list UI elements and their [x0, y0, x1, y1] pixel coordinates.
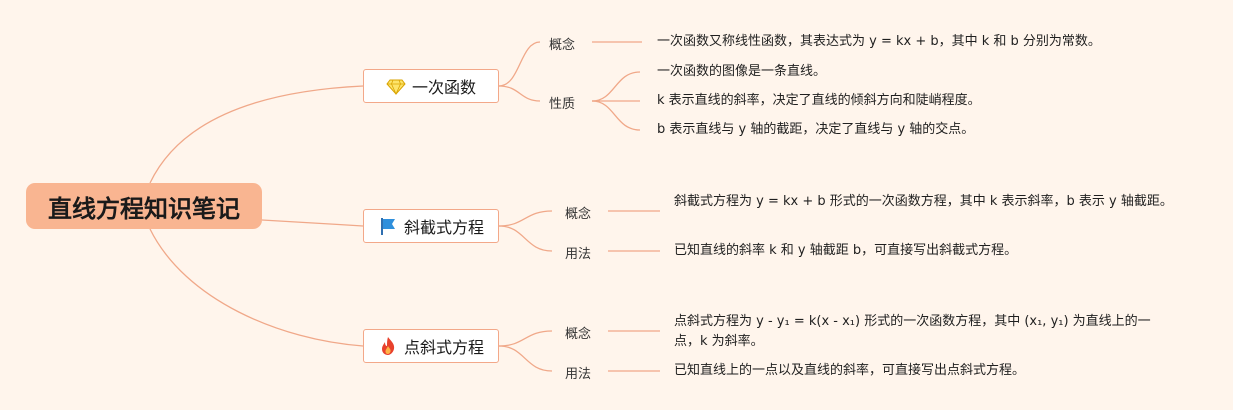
branch-point-slope[interactable]: 点斜式方程 — [363, 329, 499, 363]
link-b1-concept — [498, 41, 541, 87]
topic-property[interactable]: 性质 — [549, 97, 576, 112]
leaf-note[interactable]: k 表示直线的斜率，决定了直线的倾斜方向和陡峭程度。 — [657, 93, 981, 108]
leaf-note[interactable]: 已知直线的斜率 k 和 y 轴截距 b，可直接写出斜截式方程。 — [674, 243, 1018, 258]
fire-icon — [378, 336, 398, 356]
root-topic-label: 直线方程知识笔记 — [48, 194, 240, 223]
branch-label: 一次函数 — [411, 78, 476, 97]
leaf-note[interactable]: 一次函数的图像是一条直线。 — [657, 64, 827, 79]
flag-icon — [378, 216, 398, 236]
topic-usage[interactable]: 用法 — [565, 247, 592, 262]
topic-concept[interactable]: 概念 — [549, 38, 576, 53]
leaf-note[interactable]: 点斜式方程为 y - y₁ = k(x - x₁) 形式的一次函数方程，其中 (… — [674, 314, 1151, 349]
branch-slope-intercept[interactable]: 斜截式方程 — [363, 209, 499, 243]
leaf-note[interactable]: 一次函数又称线性函数，其表达式为 y = kx + b，其中 k 和 b 分别为… — [657, 34, 1101, 49]
topic-concept[interactable]: 概念 — [565, 207, 592, 222]
link-root-branch-2 — [261, 219, 364, 227]
topic-concept[interactable]: 概念 — [565, 327, 592, 342]
branch-label: 点斜式方程 — [403, 338, 484, 357]
leaf-note[interactable]: 已知直线上的一点以及直线的斜率，可直接写出点斜式方程。 — [674, 363, 1026, 378]
diamond-icon — [386, 76, 406, 96]
branch-label: 斜截式方程 — [403, 218, 484, 237]
link-b1-property — [498, 85, 541, 102]
leaf-note[interactable]: 斜截式方程为 y = kx + b 形式的一次函数方程，其中 k 表示斜率，b … — [674, 194, 1173, 209]
link-root-branch-3 — [149, 228, 364, 347]
topic-usage[interactable]: 用法 — [565, 367, 592, 382]
leaf-note[interactable]: b 表示直线与 y 轴的截距，决定了直线与 y 轴的交点。 — [657, 122, 975, 137]
link-root-branch-1 — [149, 85, 364, 184]
branch-linear-function[interactable]: 一次函数 — [363, 69, 499, 103]
root-topic[interactable]: 直线方程知识笔记 — [26, 183, 262, 229]
